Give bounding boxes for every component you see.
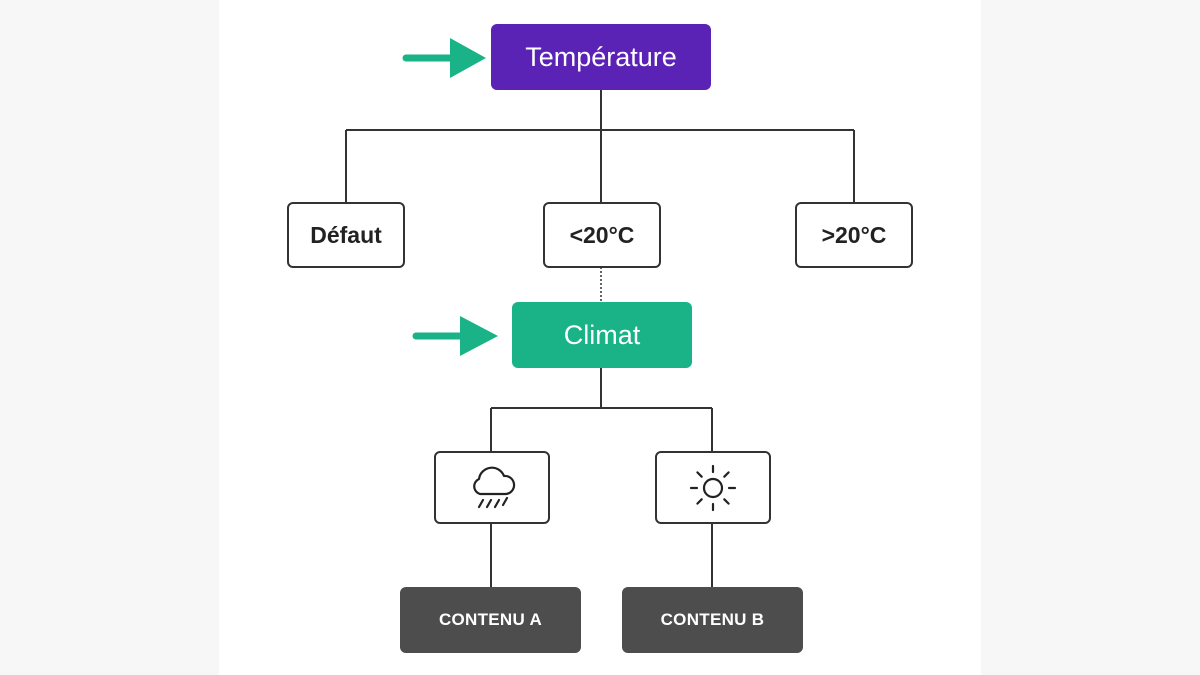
node-below-20: <20°C: [543, 202, 661, 268]
node-temperature-label: Température: [525, 41, 677, 72]
node-content-b-label: CONTENU B: [660, 610, 765, 629]
node-content-a: CONTENU A: [400, 587, 581, 653]
arrow-right-icon: [412, 316, 498, 356]
node-climat: Climat: [512, 302, 692, 368]
node-rain: [434, 451, 550, 524]
node-climat-label: Climat: [563, 319, 641, 350]
node-above-20-label: >20°C: [821, 221, 887, 248]
node-content-b: CONTENU B: [622, 587, 803, 653]
rain-cloud-icon: [473, 466, 516, 508]
node-temperature: Température: [491, 24, 711, 90]
node-above-20: >20°C: [795, 202, 913, 268]
node-below-20-label: <20°C: [569, 221, 635, 248]
arrow-right-icon: [402, 38, 486, 78]
node-sun: [655, 451, 771, 524]
sun-icon: [689, 464, 737, 511]
node-default: Défaut: [287, 202, 405, 268]
node-content-a-label: CONTENU A: [438, 610, 543, 629]
node-default-label: Défaut: [310, 221, 382, 248]
